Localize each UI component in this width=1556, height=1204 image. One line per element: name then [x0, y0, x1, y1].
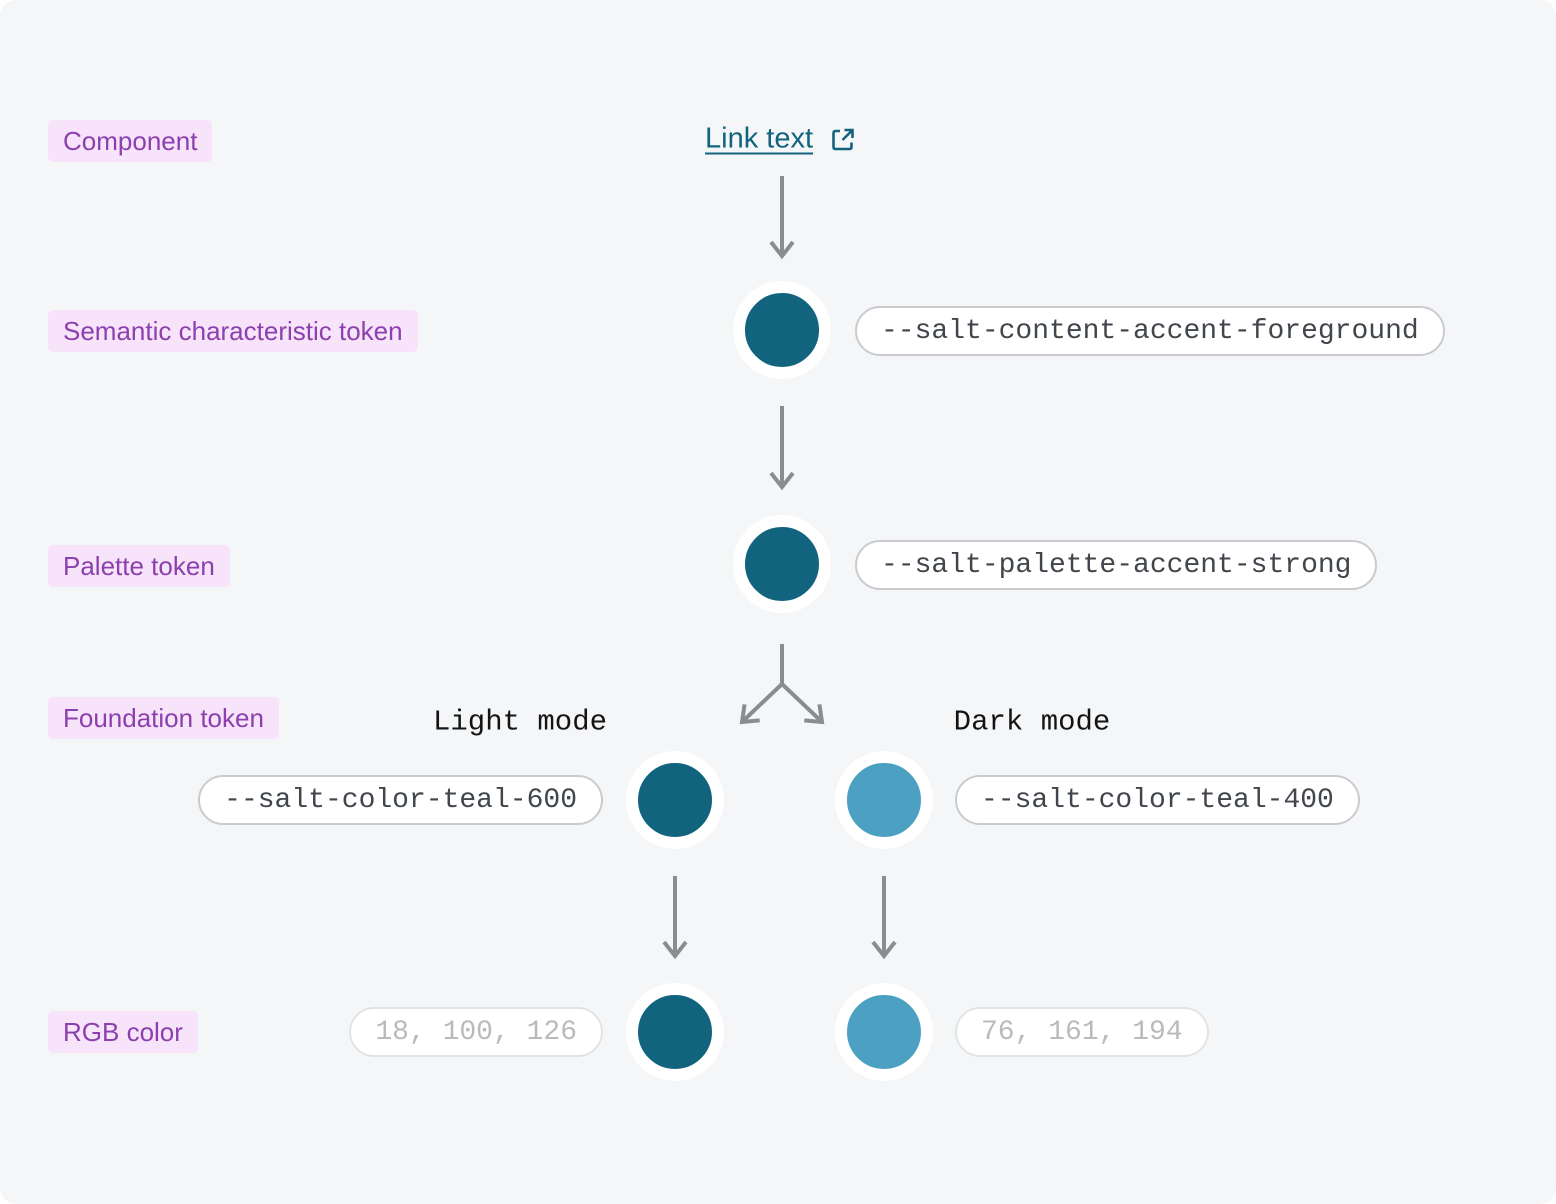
- semantic-token-pill: --salt-content-accent-foreground: [855, 306, 1445, 356]
- row-label-rgb-color: RGB color: [48, 1011, 198, 1053]
- light-foundation-token-pill: --salt-color-teal-600: [198, 775, 603, 825]
- dark-rgb-swatch: [835, 983, 933, 1081]
- link-text[interactable]: Link text: [705, 122, 813, 155]
- dark-foundation-token-pill: --salt-color-teal-400: [955, 775, 1360, 825]
- semantic-token-swatch: [733, 281, 831, 379]
- external-link-icon: [832, 128, 854, 150]
- row-label-semantic-characteristic-token: Semantic characteristic token: [48, 310, 418, 352]
- branch-arrow-dark: [780, 682, 825, 725]
- light-foundation-token-swatch: [626, 751, 724, 849]
- dark-mode-label: Dark mode: [953, 705, 1111, 739]
- row-label-component: Component: [48, 120, 213, 162]
- light-rgb-value-pill: 18, 100, 126: [349, 1007, 603, 1057]
- light-mode-label: Light mode: [432, 705, 608, 739]
- palette-token-swatch: [733, 515, 831, 613]
- row-label-foundation-token: Foundation token: [48, 697, 279, 739]
- branch-arrow-light: [739, 682, 784, 725]
- dark-foundation-token-swatch: [835, 751, 933, 849]
- light-rgb-swatch: [626, 983, 724, 1081]
- component-link[interactable]: Link text: [705, 123, 859, 156]
- dark-rgb-value-pill: 76, 161, 194: [955, 1007, 1209, 1057]
- palette-token-pill: --salt-palette-accent-strong: [855, 540, 1378, 590]
- row-label-palette-token: Palette token: [48, 545, 230, 587]
